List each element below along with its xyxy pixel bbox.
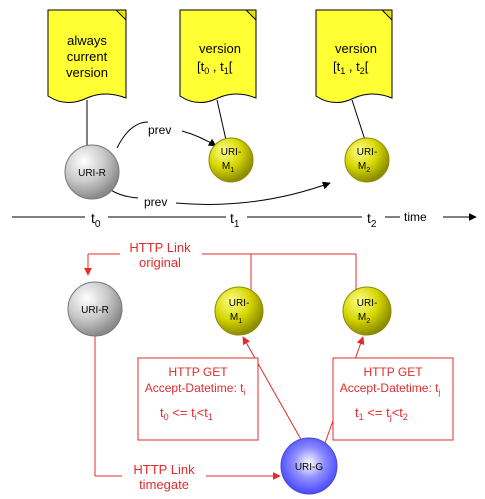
node-label: URI-R: [78, 168, 106, 179]
request-condition: t1 <= tj<t2: [355, 405, 408, 422]
note-version-m1: version [t0 , t1[: [179, 9, 257, 103]
uri-r-node-bottom[interactable]: URI-R: [67, 281, 123, 337]
http-get-request-box-right: HTTP GET Accept-Datetime: tj t1 <= tj<t2: [332, 357, 454, 441]
prev-label: prev: [148, 123, 171, 137]
note-connector: [351, 99, 366, 141]
node-label: M1: [222, 161, 234, 174]
note-connector: [216, 99, 227, 141]
request-line: Accept-Datetime: tj: [340, 381, 441, 397]
time-axis-label: time: [404, 210, 427, 224]
http-link-timegate-label: HTTP Link: [133, 462, 195, 477]
request-condition: t0 <= ti<t1: [160, 405, 213, 422]
timegate-node[interactable]: URI-G: [280, 437, 338, 495]
redirect-to-m1-arrow: [242, 336, 304, 444]
request-line: HTTP GET: [363, 365, 423, 379]
memento-m2-node[interactable]: URI- M2: [344, 137, 390, 183]
prev-link-arrow: [175, 181, 331, 205]
memento-m1-node-bottom[interactable]: URI- M1: [214, 286, 264, 336]
http-link-timegate: HTTP Link timegate: [94, 336, 281, 492]
note-version-m2: version [t1 , t2[: [315, 9, 393, 103]
http-link-original: HTTP Link original: [84, 240, 357, 290]
note-line: always: [67, 33, 107, 48]
prev-link-arrow: [181, 130, 217, 147]
node-label: URI-R: [81, 305, 109, 316]
http-link-original-label: HTTP Link: [129, 240, 191, 255]
uri-r-node[interactable]: URI-R: [64, 144, 120, 200]
memento-m1-node[interactable]: URI- M1: [208, 137, 254, 183]
node-label: M2: [358, 161, 370, 174]
note-line: version: [66, 65, 108, 80]
timeline: t0 t1 t2 time: [12, 210, 477, 230]
node-label: URI-: [357, 147, 378, 158]
note-line: version: [335, 41, 377, 56]
node-label: URI-: [221, 147, 242, 158]
http-link-original-label: original: [139, 255, 181, 270]
node-label: URI-: [229, 298, 250, 309]
memento-m2-node-bottom[interactable]: URI- M2: [342, 286, 392, 336]
note-line: current: [67, 49, 108, 64]
node-label: M2: [358, 312, 370, 325]
http-link-timegate-label: timegate: [139, 477, 189, 492]
note-current-version: always current version: [47, 9, 127, 103]
prev-link-line: [116, 121, 149, 149]
request-line: HTTP GET: [168, 365, 228, 379]
request-line: Accept-Datetime: ti: [145, 381, 246, 397]
http-get-request-box-left: HTTP GET Accept-Datetime: ti t0 <= ti<t1: [137, 357, 259, 441]
prev-label: prev: [144, 195, 167, 209]
note-line: version: [199, 41, 241, 56]
node-label: URI-: [357, 298, 378, 309]
node-label: URI-G: [295, 462, 324, 473]
tick-label-t1: t1: [230, 210, 240, 230]
tick-label-t2: t2: [367, 210, 377, 230]
node-label: M1: [230, 312, 242, 325]
tick-label-t0: t0: [91, 210, 101, 230]
